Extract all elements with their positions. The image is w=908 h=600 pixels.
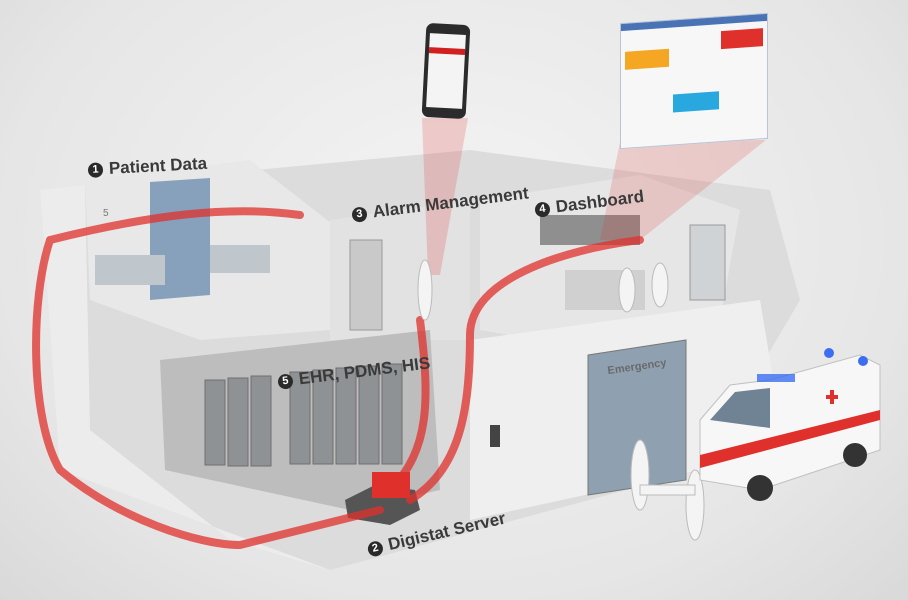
number-badge: 4 [534,200,551,218]
people [417,259,705,541]
wall-device [490,425,500,447]
number-badge: 3 [351,205,368,223]
emergency-entrance [587,339,687,496]
alarm-bar [428,47,466,55]
ambulance [699,348,881,501]
bed [210,245,270,273]
left-wall [40,185,330,570]
door [349,239,383,331]
number-badge: 1 [87,161,104,178]
cabinet [689,224,726,301]
smartphone [421,22,471,120]
server-racks [204,363,403,467]
number-badge: 2 [366,539,385,558]
number-badge: 5 [277,372,294,390]
phone-screen [426,33,466,109]
data-flow-lines [32,207,644,550]
dashboard-tile-red [721,28,763,50]
dashboard-tile-orange [625,48,669,70]
dashboard-beam [600,140,766,240]
phone-beam [422,118,468,275]
dashboard-tile-blue [673,91,719,113]
room-number: 5 [103,208,109,219]
dashboard-screen [620,12,768,150]
bed [95,255,165,285]
